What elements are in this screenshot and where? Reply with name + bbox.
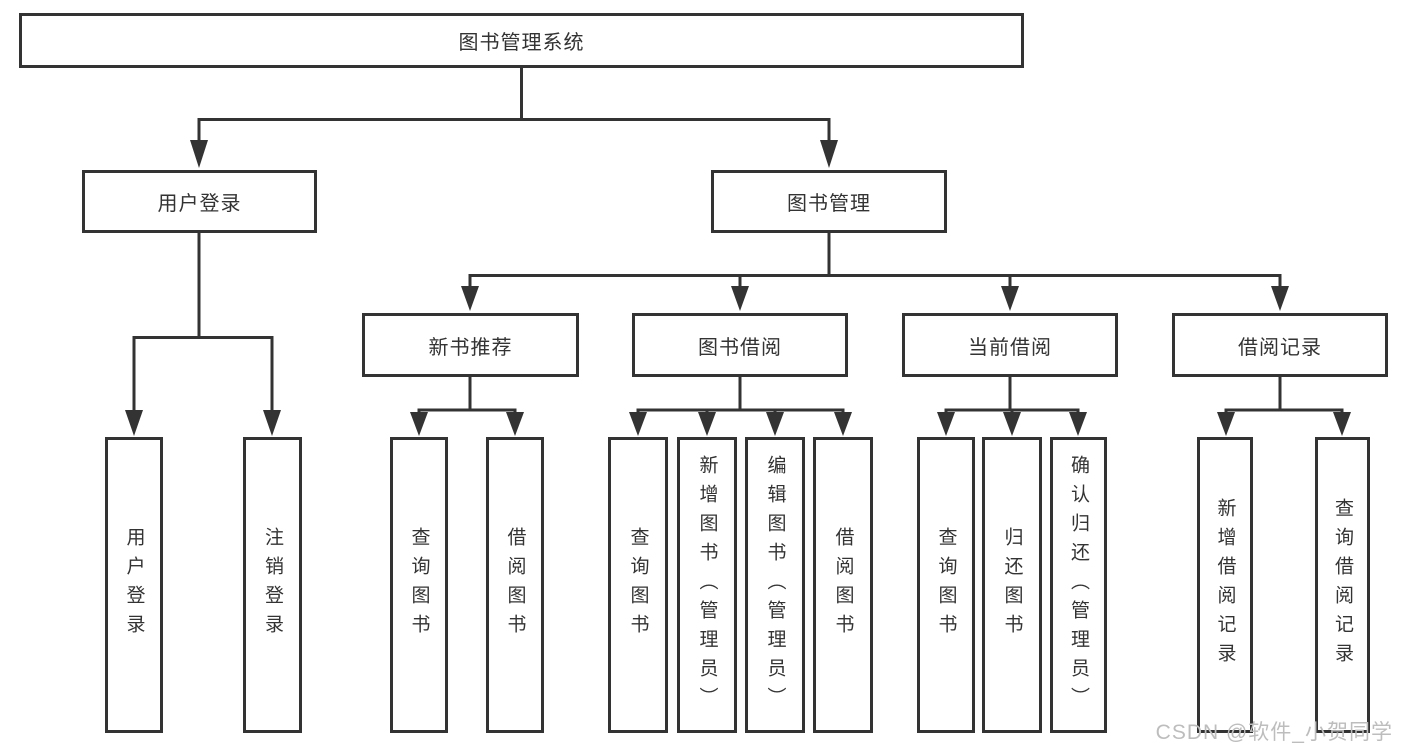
node-label: 用户登录 bbox=[123, 527, 145, 643]
node-borrow-records: 借阅记录 bbox=[1172, 313, 1388, 377]
node-label: 编辑图书（管理员） bbox=[764, 454, 786, 716]
node-label: 查询图书 bbox=[935, 527, 957, 643]
node-label: 新增图书（管理员） bbox=[696, 454, 718, 716]
node-user-login: 用户登录 bbox=[82, 170, 317, 233]
node-query-books: 查询图书 bbox=[917, 437, 975, 733]
node-label: 借阅记录 bbox=[1238, 336, 1322, 359]
node-query-books: 查询图书 bbox=[608, 437, 668, 733]
node-book-borrowing: 图书借阅 bbox=[632, 313, 848, 377]
csdn-watermark: CSDN @软件_小贺同学 bbox=[1155, 721, 1393, 744]
node-book-management: 图书管理 bbox=[711, 170, 947, 233]
node-borrow-books: 借阅图书 bbox=[813, 437, 873, 733]
node-borrow-books: 借阅图书 bbox=[486, 437, 544, 733]
node-label: 借阅图书 bbox=[832, 527, 854, 643]
node-label: 归还图书 bbox=[1001, 527, 1023, 643]
node-label: 新增借阅记录 bbox=[1214, 498, 1236, 672]
node-label: 图书管理 bbox=[787, 193, 871, 215]
node-label: 查询借阅记录 bbox=[1332, 498, 1353, 672]
node-query-books: 查询图书 bbox=[390, 437, 448, 733]
node-label: 新书推荐 bbox=[428, 336, 513, 359]
node-label: 注销登录 bbox=[262, 527, 283, 643]
node-current-borrowing: 当前借阅 bbox=[902, 313, 1118, 377]
node-new-book-recommend: 新书推荐 bbox=[362, 313, 579, 377]
node-label: 图书管理系统 bbox=[458, 32, 585, 54]
node-user-login-leaf: 用户登录 bbox=[105, 437, 163, 733]
node-add-borrow-record: 新增借阅记录 bbox=[1197, 437, 1253, 733]
node-label: 查询图书 bbox=[627, 527, 649, 643]
node-label: 用户登录 bbox=[157, 193, 242, 215]
node-query-borrow-record: 查询借阅记录 bbox=[1315, 437, 1370, 733]
node-label: 借阅图书 bbox=[504, 527, 526, 643]
node-return-books: 归还图书 bbox=[982, 437, 1042, 733]
node-label: 确认归还（管理员） bbox=[1068, 454, 1089, 716]
node-edit-books-admin: 编辑图书（管理员） bbox=[745, 437, 805, 733]
node-label: 当前借阅 bbox=[968, 336, 1052, 359]
node-label: 查询图书 bbox=[408, 527, 430, 643]
node-logout: 注销登录 bbox=[243, 437, 302, 733]
node-add-books-admin: 新增图书（管理员） bbox=[677, 437, 737, 733]
node-confirm-return-admin: 确认归还（管理员） bbox=[1050, 437, 1107, 733]
node-library-management-system: 图书管理系统 bbox=[19, 13, 1024, 68]
node-label: 图书借阅 bbox=[698, 336, 782, 359]
